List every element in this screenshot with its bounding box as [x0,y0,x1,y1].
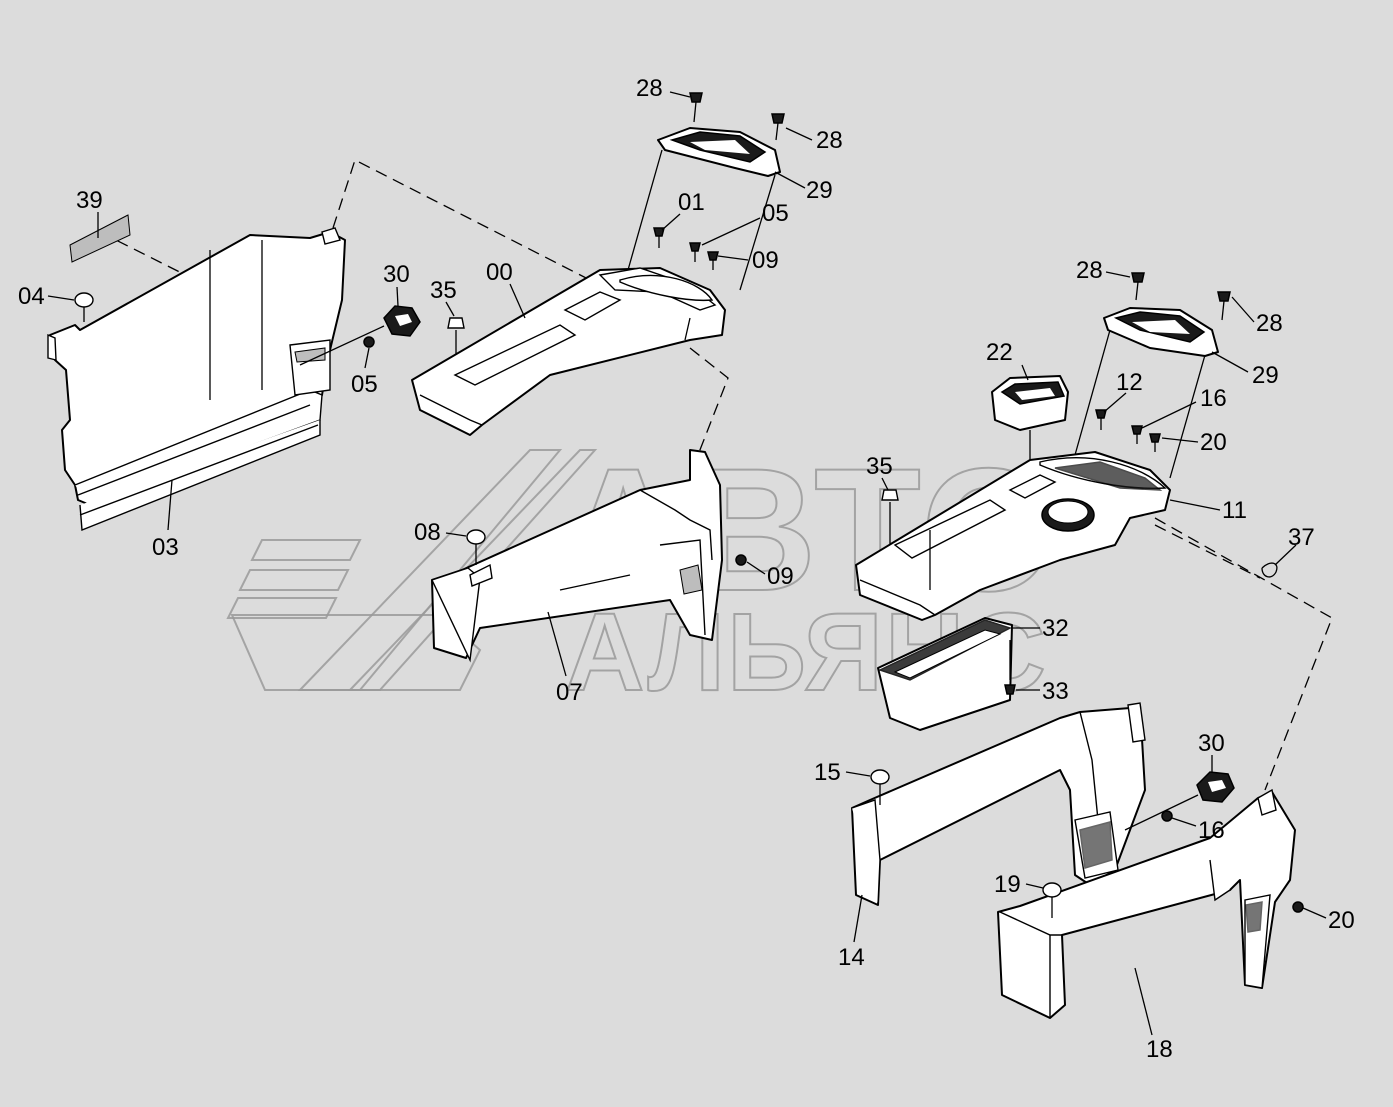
switch-box-22 [991,375,1069,431]
screw-28-b [771,113,785,141]
nut-09-lower [735,554,747,566]
callout-35-b: 35 [866,453,893,480]
callout-11: 11 [1222,497,1247,524]
nut-16-lower [1161,810,1173,822]
callout-32: 32 [1042,615,1069,642]
lower-cover-14 [851,702,1146,906]
callout-05-b: 05 [351,371,378,398]
front-cover-07 [431,449,723,663]
callout-14: 14 [838,944,865,971]
callout-39: 39 [76,187,103,214]
callout-28-c: 28 [1076,257,1103,284]
callout-29-b: 29 [1252,362,1279,389]
console-11 [855,451,1171,621]
bolt-16-top [1131,425,1143,444]
clip-30-right [1196,771,1235,803]
callout-22: 22 [986,339,1013,366]
screw-28-c [1131,272,1145,301]
callout-04: 04 [18,283,45,310]
fastener-04 [74,292,94,322]
callout-03: 03 [152,534,179,561]
callout-00: 00 [486,259,513,286]
callout-07: 07 [556,679,583,706]
screw-28-d [1217,291,1231,321]
bolt-12 [1095,409,1107,430]
bolt-33 [1004,684,1016,695]
fastener-15 [870,769,890,805]
callout-29-a: 29 [806,177,833,204]
bolt-01 [653,227,665,248]
label-plate-39 [69,214,131,263]
screw-28-a [689,92,703,123]
callout-leaders [47,91,1327,1036]
clip-37 [1261,562,1278,578]
bolt-09-top [707,251,719,270]
callout-08: 08 [414,519,441,546]
callout-28-a: 28 [636,75,663,102]
callout-33: 33 [1042,678,1069,705]
callout-20-b: 20 [1328,907,1355,934]
tray-32 [877,617,1013,731]
side-cover-03 [47,227,346,532]
bezel-29-right [1103,307,1219,357]
callout-19: 19 [994,871,1021,898]
callout-12: 12 [1116,369,1143,396]
callout-labels: 28 28 29 01 05 09 39 04 30 35 00 05 03 0… [18,75,1355,1063]
callout-09-a: 09 [752,247,779,274]
fastener-19 [1042,882,1062,918]
nut-20-lower [1292,901,1304,913]
callout-16-b: 16 [1198,817,1225,844]
callout-28-b: 28 [816,127,843,154]
nut-05-left [363,336,375,348]
bolt-05-top [689,242,701,262]
bolt-20-top [1149,433,1161,452]
console-top-00 [411,267,726,436]
callout-30-b: 30 [1198,730,1225,757]
callout-28-d: 28 [1256,310,1283,337]
lower-cover-18 [997,788,1296,1019]
callout-37: 37 [1288,524,1315,551]
callout-09-b: 09 [767,563,794,590]
bezel-29-left [657,127,781,177]
callout-01: 01 [678,189,705,216]
callout-16-a: 16 [1200,385,1227,412]
callout-30-a: 30 [383,261,410,288]
callout-35-a: 35 [430,277,457,304]
callout-15: 15 [814,759,841,786]
callout-20-a: 20 [1200,429,1227,456]
fastener-08 [466,529,486,565]
callout-05-a: 05 [762,200,789,227]
clip-30-left [383,305,421,337]
callout-18: 18 [1146,1036,1173,1063]
